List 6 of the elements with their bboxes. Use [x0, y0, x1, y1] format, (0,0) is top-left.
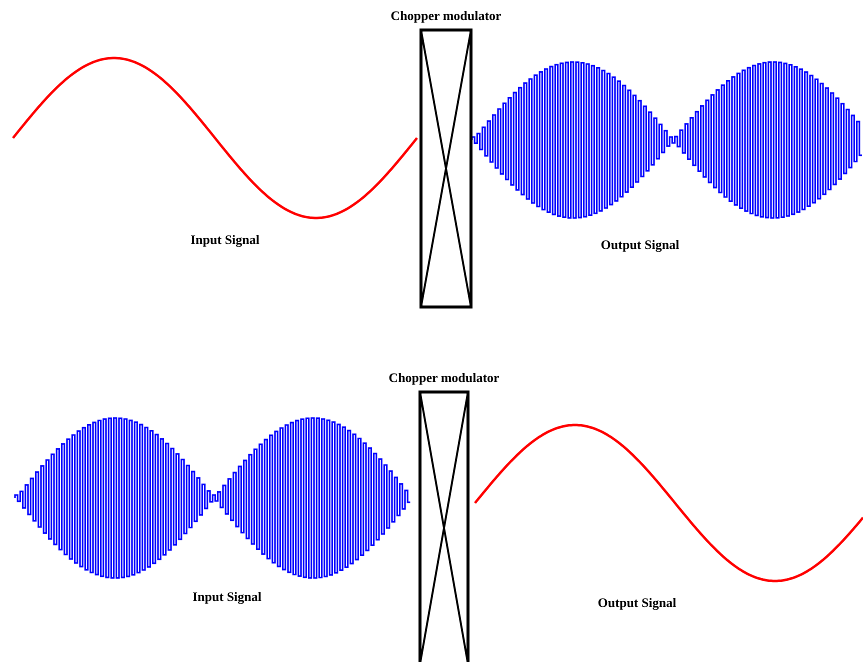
signal-label: Output Signal	[598, 595, 676, 611]
signal-label: Input Signal	[190, 232, 260, 248]
modulator-label: Chopper modulator	[390, 8, 502, 24]
modulator-label: Chopper modulator	[388, 370, 500, 386]
signal-label: Input Signal	[192, 589, 262, 605]
signal-label: Output Signal	[600, 237, 680, 253]
